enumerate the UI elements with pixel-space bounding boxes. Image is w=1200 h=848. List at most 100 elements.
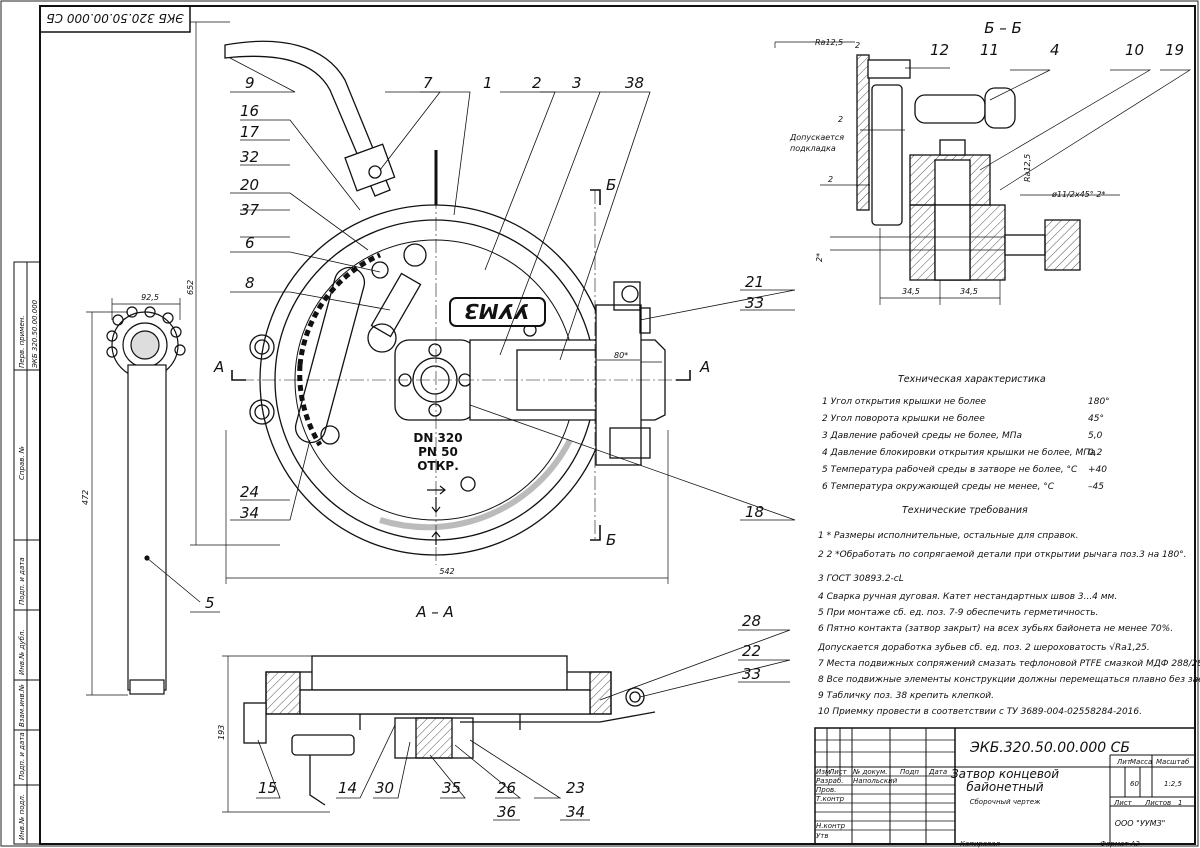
tb-mass-value: 60 (1130, 780, 1139, 788)
strip-first-use-code: ЭКБ 320.50.00.000 (31, 299, 39, 369)
callout-28: 28 (742, 612, 761, 630)
tb-name-2: байонетный (966, 780, 1043, 794)
callout-26: 26 (497, 779, 516, 797)
callout-34-aa: 34 (566, 803, 585, 821)
tb-role-nkontr: Н.контр (816, 822, 846, 830)
tb-role-tkontr: Т.контр (816, 795, 845, 803)
requirement-line: 1 * Размеры исполнительные, остальные дл… (818, 531, 1079, 541)
callout-6: 6 (245, 234, 255, 252)
leaders-aa (256, 629, 791, 821)
tech-spec-label: 4 Давление блокировки открытия крышки не… (822, 448, 1096, 458)
dim-542 (225, 430, 669, 584)
tb-scale: Масштаб (1156, 758, 1190, 766)
callout-21: 21 (745, 273, 764, 291)
section-aa (243, 655, 656, 806)
tb-name-razrab: Напольский (853, 777, 898, 785)
tb-sheet: Лист (1113, 799, 1133, 807)
mark-open: ОТКР. (417, 459, 459, 473)
requirement-line: 7 Места подвижных сопряжений смазать теф… (818, 659, 1200, 669)
callout-17: 17 (240, 123, 260, 141)
dim-652-label: 652 (186, 280, 195, 295)
title-block (814, 727, 1196, 845)
tech-spec-label: 6 Температура окружающей среды не менее,… (822, 482, 1055, 492)
tb-col-doc: № докум. (852, 768, 888, 776)
tb-role-prov: Пров. (816, 786, 836, 794)
dim-925-label: 92,5 (141, 293, 159, 302)
dim-652 (190, 21, 280, 546)
dim-472-label: 472 (81, 490, 90, 505)
requirement-line: 2 2 *Обработать по сопрягаемой детали пр… (818, 550, 1187, 560)
section-bb-title: Б – Б (984, 19, 1022, 37)
tech-spec-value: 180° (1088, 397, 1110, 407)
strip-first-use: Перв. примен. (18, 315, 26, 368)
mark-pn: PN 50 (418, 445, 458, 459)
strip-ref-no: Справ. № (18, 446, 26, 480)
main-view (224, 40, 666, 556)
note-pad-1: Допускается (789, 133, 844, 142)
callout-36: 36 (497, 803, 516, 821)
callout-30: 30 (375, 779, 394, 797)
mark-dn: DN 320 (413, 431, 462, 445)
callout-5: 5 (205, 594, 215, 612)
callout-24: 24 (240, 483, 259, 501)
callout-38: 38 (625, 74, 644, 92)
cut-a-right: А (699, 358, 710, 376)
tb-col-date: Дата (928, 768, 947, 776)
callout-20: 20 (240, 176, 259, 194)
tb-role-razrab: Разраб. (816, 777, 844, 785)
strip-sign-date-2: Подп. и дата (18, 732, 26, 780)
callout-35: 35 (442, 779, 461, 797)
requirement-line: 4 Сварка ручная дуговая. Катет нестандар… (818, 592, 1118, 602)
tb-scale-value: 1:2,5 (1164, 780, 1182, 788)
tech-spec-label: 5 Температура рабочей среды в затворе не… (822, 465, 1078, 475)
dim-925 (111, 298, 181, 320)
tb-copied: Копировал (960, 840, 1001, 848)
rotated-code: ЭКБ 320.50.00.000 СБ (46, 11, 184, 25)
dim-2star: 2* (815, 253, 824, 262)
callout-1: 1 (483, 74, 493, 92)
callout-10: 10 (1125, 41, 1144, 59)
tb-doc-code: ЭКБ.320.50.00.000 СБ (969, 740, 1130, 756)
tech-spec-label: 1 Угол открытия крышки не более (822, 397, 987, 407)
dim-193-label: 193 (217, 725, 226, 740)
callout-15: 15 (258, 779, 277, 797)
dim-2-side: 2 (838, 115, 843, 124)
requirement-line: Допускается доработка зубьев сб. ед. поз… (818, 643, 1150, 653)
requirement-line: 3 ГОСТ 30893.2-сL (818, 574, 904, 584)
tech-spec-value: 5,0 (1088, 431, 1103, 441)
cut-a-left: А (213, 358, 224, 376)
tb-doc-type: Сборочный чертеж (970, 798, 1041, 806)
section-bb (856, 54, 1081, 281)
dim-2-top: 2 (855, 41, 860, 50)
strip-sign-date-1: Подп. и дата (18, 557, 26, 605)
tech-spec-value: 45° (1088, 414, 1104, 424)
callout-4: 4 (1050, 41, 1060, 59)
dim-193 (222, 655, 330, 813)
dim-345-right: 34,5 (960, 287, 978, 296)
tb-lit: Лит (1116, 758, 1132, 766)
requirement-line: 9 Табличку поз. 38 крепить клепкой. (818, 691, 994, 701)
tb-format: Формат А2 (1100, 840, 1140, 848)
dim-80-label: 80* (614, 351, 628, 360)
tb-role-utv: Утв (816, 832, 828, 840)
callout-2: 2 (532, 74, 542, 92)
tb-sheets-value: 1 (1178, 799, 1182, 807)
strip-orig-inv: Инв.№ подл. (18, 794, 26, 840)
callout-9: 9 (245, 74, 255, 92)
callout-22: 22 (742, 642, 761, 660)
rotated-code-box (39, 5, 191, 33)
chamfer-label: ø11/2x45° 2* (1051, 190, 1105, 199)
requirement-line: 5 При монтаже сб. ед. поз. 7-9 обеспечит… (818, 608, 1099, 618)
logo-text: УУМЗ (465, 299, 530, 323)
bb-dims (774, 41, 1192, 305)
tech-spec-value: +40 (1088, 465, 1107, 475)
callout-33-aa: 33 (742, 665, 761, 683)
requirement-line: 10 Приемку провести в соответствии с ТУ … (818, 707, 1142, 717)
tech-title: Техническая характеристика (898, 374, 1046, 385)
tech-spec-value: –45 (1088, 482, 1104, 492)
section-aa-title: А – А (415, 603, 454, 621)
callout-16: 16 (240, 102, 259, 120)
callout-14: 14 (338, 779, 357, 797)
